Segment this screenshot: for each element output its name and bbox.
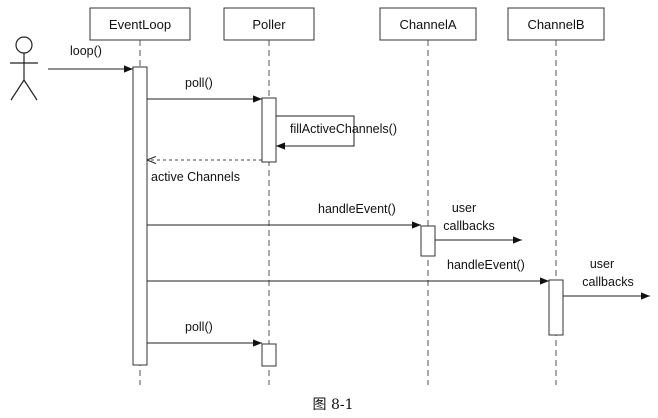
message-poll-1-label: poll() <box>185 76 213 90</box>
participant-channel-b: ChannelB <box>507 7 605 41</box>
participant-channel-a: ChannelA <box>379 7 477 41</box>
participant-poller-label: Poller <box>252 17 286 32</box>
message-handle-event-b-label: handleEvent() <box>447 258 525 272</box>
message-user-callbacks-b-line1: user <box>590 257 614 271</box>
message-user-callbacks-b-line2: callbacks <box>582 275 633 289</box>
message-fill-active-label: fillActiveChannels() <box>290 122 397 136</box>
actor-icon <box>10 36 38 101</box>
message-poll-2-label: poll() <box>185 320 213 334</box>
message-user-callbacks-a-line1: user <box>452 201 476 215</box>
participant-eventloop-label: EventLoop <box>109 17 171 32</box>
message-handle-event-a-label: handleEvent() <box>318 202 396 216</box>
participant-channel-b-label: ChannelB <box>527 17 584 32</box>
activation-poller-1 <box>261 97 277 163</box>
message-fill-active-arrow <box>276 115 355 150</box>
message-user-callbacks-a-line2: callbacks <box>443 219 494 233</box>
message-active-channels-label: active Channels <box>151 170 240 184</box>
participant-poller: Poller <box>223 7 315 41</box>
figure-caption: 图 8-1 <box>313 397 354 413</box>
activation-poller-2 <box>261 343 277 367</box>
participant-channel-a-label: ChannelA <box>399 17 456 32</box>
message-loop-label: loop() <box>70 44 102 58</box>
activation-channel-a <box>420 225 436 257</box>
participant-eventloop: EventLoop <box>89 7 191 41</box>
activation-eventloop <box>132 66 148 366</box>
activation-channel-b <box>548 279 564 336</box>
